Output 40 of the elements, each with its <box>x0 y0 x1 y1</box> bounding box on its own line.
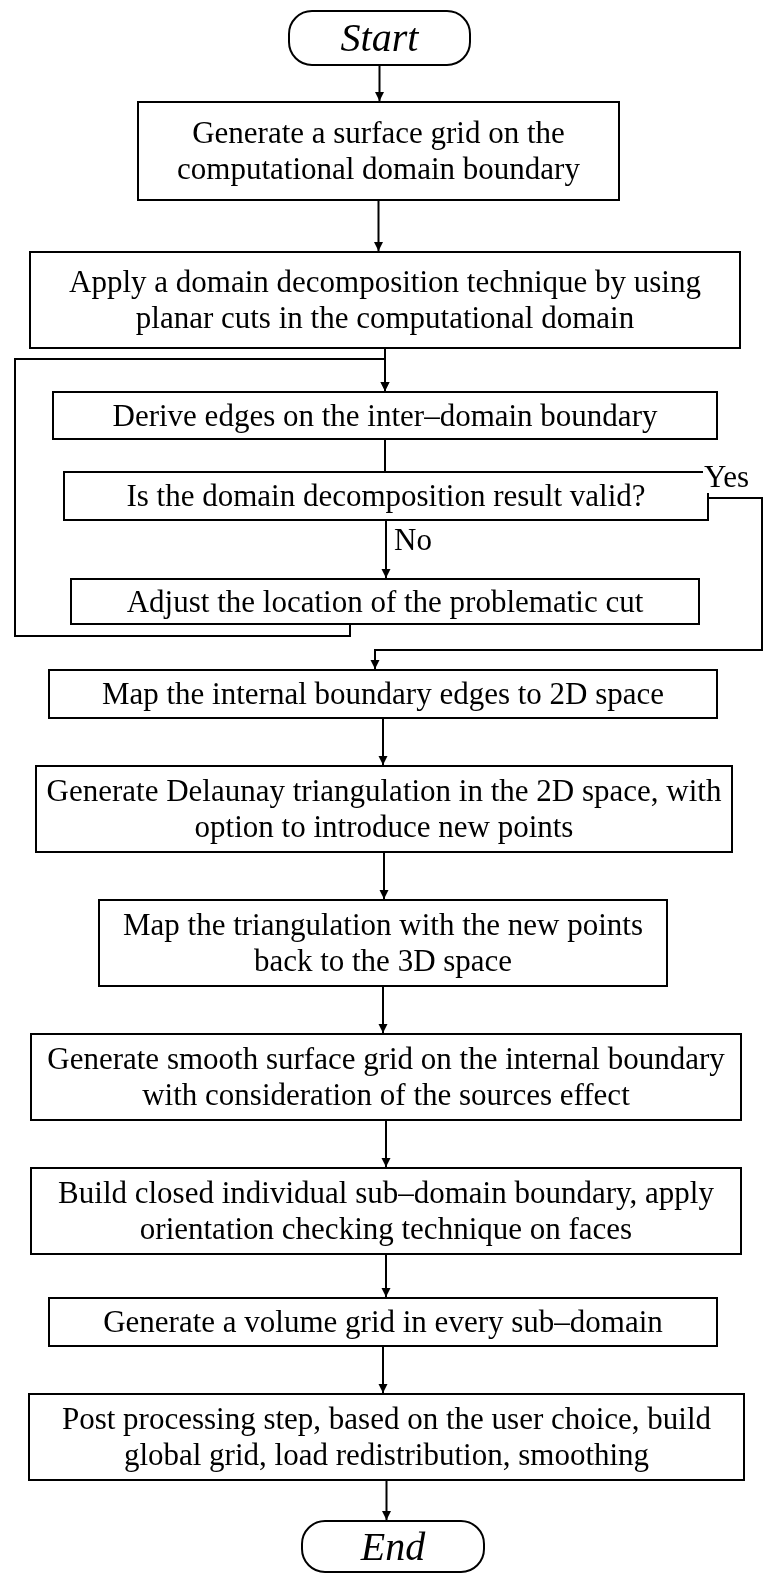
step-text: Generate Delaunay triangulation in the 2D space, with option to introduce new points <box>45 773 723 845</box>
process-box <box>30 1167 742 1255</box>
terminal-box <box>288 10 471 66</box>
process-box <box>70 578 700 625</box>
arrow <box>14 358 390 637</box>
arrow <box>375 65 384 102</box>
arrow <box>381 520 391 579</box>
arrow <box>378 718 388 766</box>
step-text: Map the triangulation with the new points back to the 3D space <box>122 907 644 979</box>
process-box <box>137 101 620 201</box>
process-box <box>29 251 741 349</box>
process-box <box>28 1393 745 1481</box>
arrow <box>370 497 763 670</box>
arrow <box>381 1120 391 1168</box>
connector-line <box>384 439 386 472</box>
step-text: Generate a surface grid on the computational domain boundary <box>176 115 581 187</box>
step-text: End <box>360 1524 426 1569</box>
step-text: Generate a volume grid in every sub–domain <box>103 1304 663 1340</box>
step-text: Map the internal boundary edges to 2D space <box>101 676 665 712</box>
step-text: Generate smooth surface grid on the internal boundary with consideration of the sources effect <box>46 1041 726 1113</box>
process-box <box>48 669 718 719</box>
arrow <box>374 200 383 252</box>
process-box <box>30 1033 742 1121</box>
step-text: Build closed individual sub–domain boundary, apply orientation checking technique on faces <box>57 1175 715 1247</box>
arrow <box>382 1480 391 1521</box>
arrow <box>381 1254 391 1298</box>
process-box <box>35 765 733 853</box>
step-text: Apply a domain decomposition technique by using planar cuts in the computational domain <box>68 264 702 336</box>
step-text: Adjust the location of the problematic cut <box>126 583 644 620</box>
step-text: Post processing step, based on the user choice, build global grid, load redistribution, smoothing <box>60 1401 713 1473</box>
arrow <box>378 986 388 1034</box>
arrow <box>379 852 389 900</box>
terminal-box <box>301 1520 485 1573</box>
process-box <box>52 391 718 440</box>
process-box <box>98 899 668 987</box>
arrow <box>378 1346 388 1394</box>
step-text: Is the domain decomposition result valid? <box>126 478 646 514</box>
step-text: Start <box>340 16 419 60</box>
process-box <box>48 1297 718 1347</box>
step-text: Derive edges on the inter–domain boundary <box>112 397 658 434</box>
